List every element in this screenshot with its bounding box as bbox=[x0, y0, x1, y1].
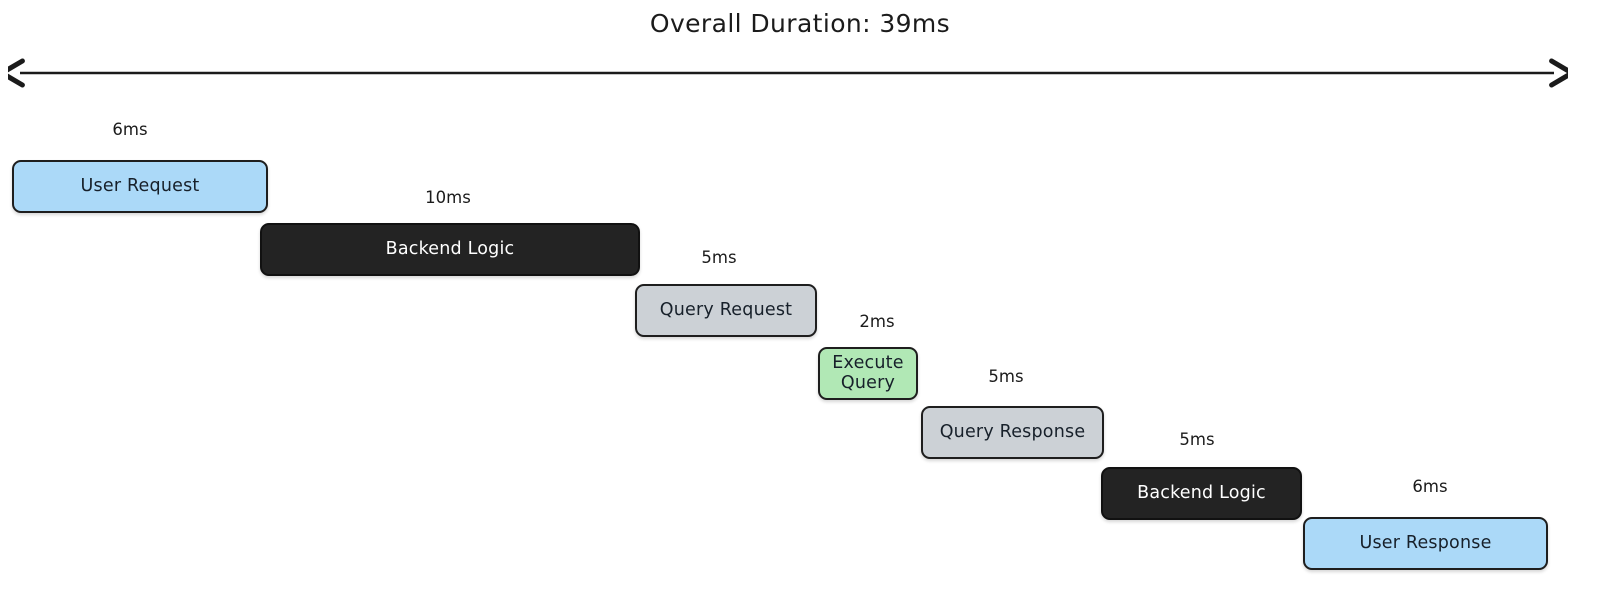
duration-label: 10ms bbox=[425, 188, 471, 207]
duration-label: 2ms bbox=[859, 312, 895, 331]
duration-label: 6ms bbox=[112, 120, 148, 139]
timeline-bar[interactable]: User Request bbox=[12, 160, 268, 213]
timeline-bar-label: Backend Logic bbox=[385, 238, 515, 259]
timeline-bar-label: User Response bbox=[1359, 532, 1492, 553]
timeline-bar-label: Backend Logic bbox=[1137, 482, 1266, 503]
duration-label: 5ms bbox=[701, 248, 737, 267]
duration-label: 5ms bbox=[1179, 430, 1215, 449]
timeline-bar-label: Query Response bbox=[939, 421, 1086, 442]
page-title: Overall Duration: 39ms bbox=[649, 9, 951, 38]
duration-label: 6ms bbox=[1412, 477, 1448, 496]
timeline-bar[interactable]: Query Response bbox=[921, 406, 1104, 459]
timeline-bar-label: User Request bbox=[80, 175, 200, 196]
timeline-bar[interactable]: User Response bbox=[1303, 517, 1548, 570]
time-axis-arrow bbox=[8, 54, 1568, 92]
timeline-bar[interactable]: Query Request bbox=[635, 284, 817, 337]
timeline-bar-label: Query Request bbox=[659, 299, 793, 320]
duration-label: 5ms bbox=[988, 367, 1024, 386]
timeline-bar[interactable]: Backend Logic bbox=[260, 223, 640, 276]
timeline-bar-label: Execute Query bbox=[832, 352, 904, 393]
timeline-bar[interactable]: Execute Query bbox=[818, 347, 918, 400]
timeline-bar[interactable]: Backend Logic bbox=[1101, 467, 1302, 520]
